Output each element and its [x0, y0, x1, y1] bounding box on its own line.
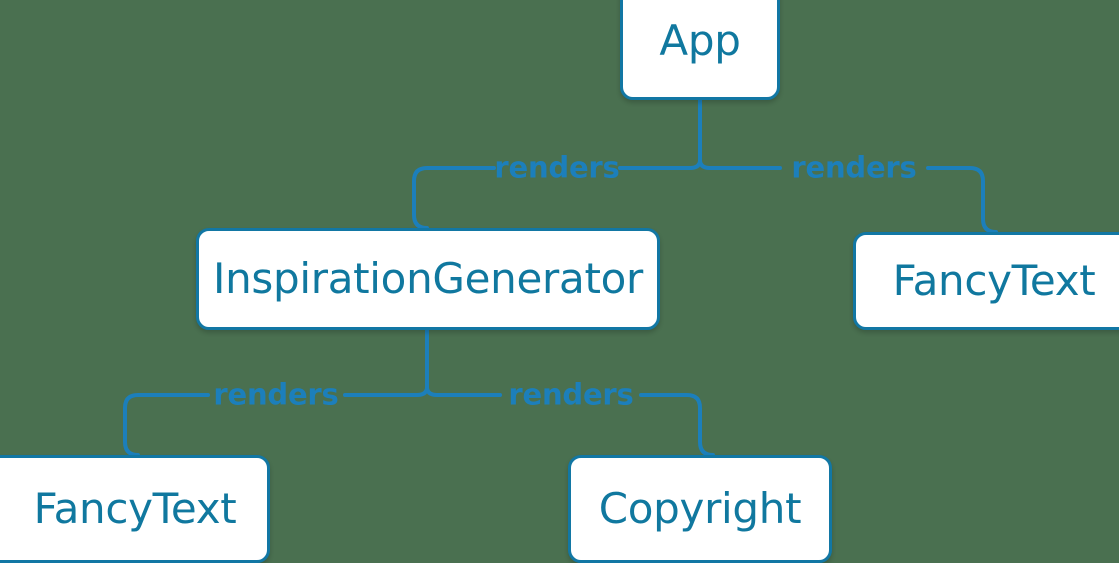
- node-copyright[interactable]: Copyright: [568, 455, 832, 563]
- edge-app-to-fancytext-right-tail: [926, 166, 998, 234]
- node-fancytext-bottom[interactable]: FancyText: [0, 455, 270, 563]
- node-inspirationgenerator-label: InspirationGenerator: [213, 254, 643, 303]
- edge-inspirationgenerator-to-copyright-tail: [639, 393, 715, 457]
- node-inspirationgenerator[interactable]: InspirationGenerator: [196, 228, 660, 330]
- edge-label-inspirationgenerator-to-copyright: renders: [508, 377, 634, 412]
- edge-inspirationgenerator-to-fancytext-bottom: [343, 385, 429, 397]
- node-copyright-label: Copyright: [598, 484, 802, 533]
- edge-app-to-fancytext-right: [698, 158, 782, 170]
- edge-app-to-inspirationgenerator-left: [412, 166, 496, 230]
- edge-label-inspirationgenerator-to-fancytext-bottom: renders: [213, 377, 339, 412]
- edge-inspirationgenerator-to-copyright: [425, 385, 502, 397]
- edge-inspirationgenerator-to-fancytext-bottom-tail: [123, 393, 210, 457]
- edge-label-app-to-fancytext-right: renders: [791, 150, 917, 185]
- edge-label-app-to-inspirationgenerator: renders: [494, 150, 620, 185]
- node-app[interactable]: App: [620, 0, 780, 100]
- node-fancytext-right-label: FancyText: [892, 256, 1096, 305]
- node-fancytext-right[interactable]: FancyText: [853, 232, 1119, 330]
- edge-app-to-inspirationgenerator: [618, 158, 702, 170]
- node-fancytext-bottom-label: FancyText: [33, 484, 237, 533]
- node-app-label: App: [659, 16, 741, 65]
